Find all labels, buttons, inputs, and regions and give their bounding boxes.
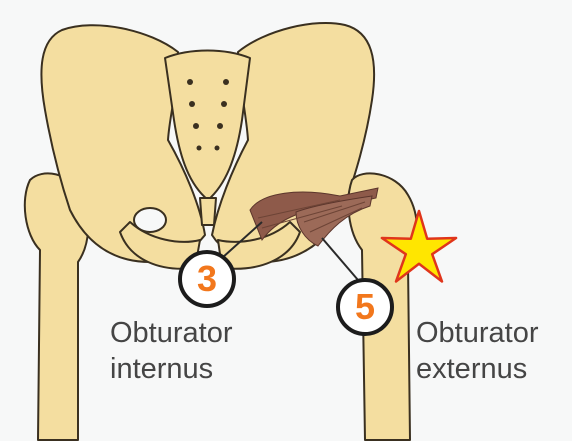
label-number-5: 5 (336, 278, 394, 336)
label-obturator-internus: Obturator internus (110, 315, 233, 387)
label-3-line2: internus (110, 353, 214, 385)
sacrum (164, 49, 251, 201)
left-obturator-foramen (133, 207, 167, 233)
left-ilium (40, 24, 206, 263)
sacral-foramina (187, 79, 229, 151)
label-3-line1: Obturator (110, 317, 233, 349)
label-number-5-text: 5 (354, 286, 376, 327)
label-number-3-text: 3 (196, 258, 218, 299)
leader-line-5 (321, 237, 359, 281)
label-5-line1: Obturator (416, 317, 539, 349)
label-obturator-externus: Obturator externus (416, 315, 539, 387)
leader-line-3 (221, 221, 263, 259)
star-icon (380, 209, 458, 283)
label-5-line2: externus (416, 353, 528, 385)
label-number-3: 3 (178, 250, 236, 308)
coccyx (199, 197, 217, 226)
